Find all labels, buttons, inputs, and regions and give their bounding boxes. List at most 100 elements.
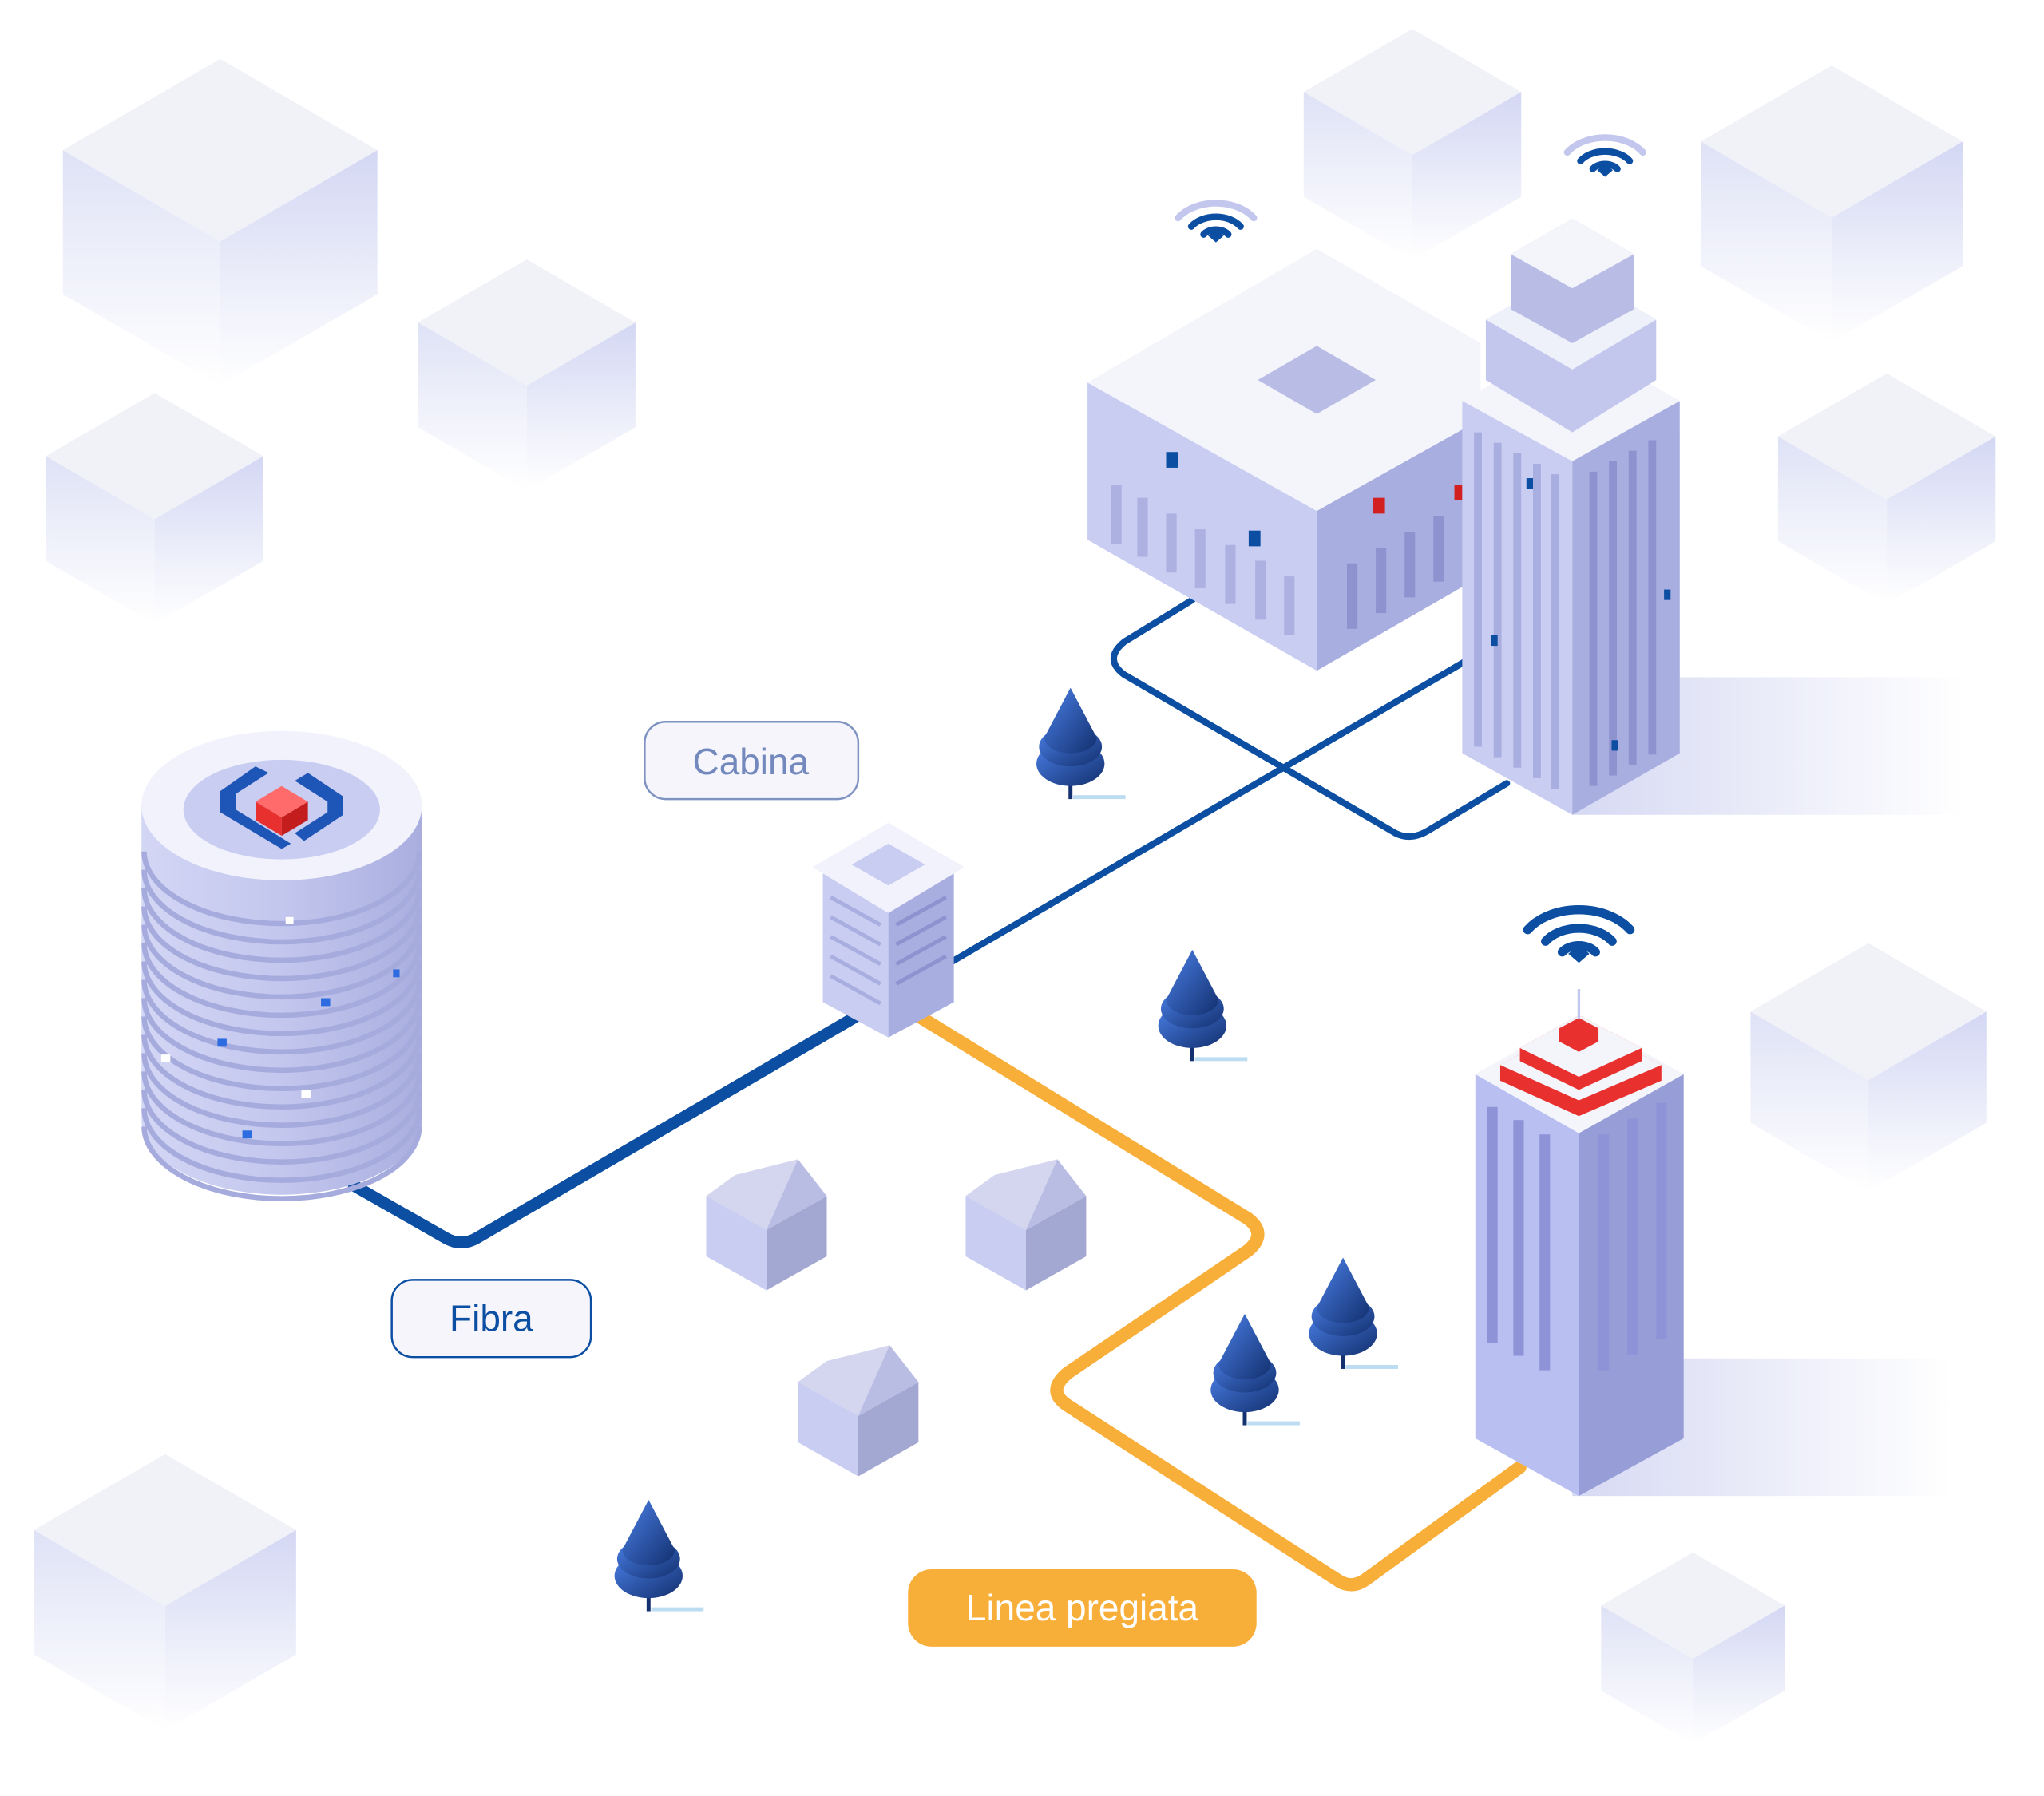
cube-left-face <box>1750 1011 1869 1192</box>
wifi-dot <box>1208 228 1224 243</box>
tree-shadow <box>1073 795 1126 800</box>
background-cube <box>418 259 636 491</box>
cube-top-face <box>46 393 263 520</box>
cube-right-face <box>154 456 263 624</box>
data-center <box>141 730 422 1201</box>
wifi-arc <box>1523 905 1635 935</box>
cube-right-face <box>164 1529 296 1731</box>
house-right-wall <box>858 1382 919 1477</box>
red-top-tower <box>1475 989 1684 1497</box>
cube-right-face <box>1868 1011 1987 1192</box>
background-cube <box>1777 373 1996 605</box>
cylinder-ring <box>141 1126 422 1201</box>
background-cube <box>34 1454 296 1731</box>
cube-left-face <box>1601 1605 1693 1744</box>
cylinder-ring <box>141 1034 422 1110</box>
cylinder-ring <box>141 1053 422 1128</box>
wifi-arc <box>1577 148 1634 164</box>
cylinder-ring <box>141 888 422 963</box>
tree-shadow <box>1247 1421 1300 1426</box>
house-left-wall <box>798 1382 858 1477</box>
cube-left-face <box>418 322 527 491</box>
house <box>965 1159 1087 1291</box>
cube-left-face <box>62 150 220 386</box>
wifi-signals <box>1175 134 1646 963</box>
tree-foliage <box>1317 1257 1369 1323</box>
background-cube <box>46 393 263 624</box>
cube-right-face <box>1832 141 1963 342</box>
fiber-line <box>347 596 1511 1248</box>
tree-shadow <box>651 1607 704 1612</box>
cabina-label-text: Cabina <box>693 741 810 782</box>
cube-left-face <box>46 456 155 624</box>
cylinder-ring <box>141 961 422 1037</box>
logo-icon <box>220 766 343 849</box>
tree-icon <box>614 1500 704 1612</box>
fiber-main-segment <box>347 1009 865 1248</box>
tree-foliage <box>1218 1314 1271 1380</box>
cylinder-ring <box>141 1016 422 1092</box>
background-cube <box>62 58 378 386</box>
fiber-cabina-segment <box>946 658 1468 967</box>
wifi-icon <box>1523 905 1635 963</box>
tree-foliage <box>1166 949 1219 1015</box>
cube-left-face <box>34 1529 165 1731</box>
cube-left-face <box>1701 141 1832 342</box>
cube-top-face <box>1701 65 1963 218</box>
tree-foliage <box>622 1500 675 1566</box>
cube-right-face <box>1412 92 1522 260</box>
house-roof-highlight <box>965 1159 1058 1230</box>
cylinder-ring <box>141 1090 422 1165</box>
background-cube <box>1601 1552 1785 1744</box>
cube-top-face <box>1303 29 1522 156</box>
tree-shadow <box>1345 1365 1398 1369</box>
wifi-arc <box>1563 134 1646 156</box>
trees <box>614 687 1398 1612</box>
cylinder-ring <box>141 906 422 982</box>
wifi-arc <box>1541 924 1617 946</box>
house-right-wall <box>1025 1196 1087 1291</box>
office-building <box>1087 248 1481 671</box>
houses <box>706 1159 1087 1477</box>
cabina-label: Cabina <box>644 721 860 801</box>
cylinder-ring <box>141 979 422 1055</box>
linea-pregiata-label: Linea pregiata <box>908 1569 1257 1647</box>
cylinder-ring <box>141 1108 422 1183</box>
house-left-wall <box>965 1196 1026 1291</box>
cylinder-ring <box>141 943 422 1019</box>
cylinder-ring <box>141 998 422 1074</box>
wifi-arc <box>1187 213 1244 230</box>
tree-shadow <box>1194 1057 1248 1062</box>
house-roof-highlight <box>706 1159 798 1230</box>
house-roof-highlight <box>798 1345 890 1417</box>
tall-tower <box>1462 219 1680 815</box>
cube-top-face <box>1601 1552 1785 1659</box>
cylinder-ring <box>141 869 422 945</box>
house-right-wall <box>766 1196 827 1291</box>
cylinder-ring <box>141 851 422 927</box>
house <box>798 1345 919 1477</box>
cabina-building <box>812 822 965 1038</box>
linea-pregiata-label-text: Linea pregiata <box>966 1587 1199 1628</box>
cube-right-face <box>220 150 378 386</box>
wifi-icon <box>1563 134 1646 177</box>
cube-left-face <box>1303 92 1413 260</box>
cube-left-face <box>1777 436 1888 605</box>
wifi-dot <box>1597 163 1614 177</box>
tree-foliage <box>1044 687 1097 754</box>
cube-top-face <box>1750 943 1987 1080</box>
cube-right-face <box>1887 436 1996 605</box>
tree-icon <box>1309 1257 1398 1369</box>
house-left-wall <box>706 1196 766 1291</box>
cube-right-face <box>1693 1605 1785 1744</box>
fibra-label-text: Fibra <box>450 1297 533 1339</box>
cube-right-face <box>526 322 636 491</box>
fibra-label: Fibra <box>390 1279 592 1359</box>
cylinder-ring <box>141 924 422 1000</box>
wifi-arc <box>1175 200 1258 222</box>
background-cube <box>1701 65 1963 342</box>
background-cube <box>1303 29 1522 260</box>
background-cube <box>1750 943 1987 1192</box>
wifi-dot <box>1568 944 1590 963</box>
